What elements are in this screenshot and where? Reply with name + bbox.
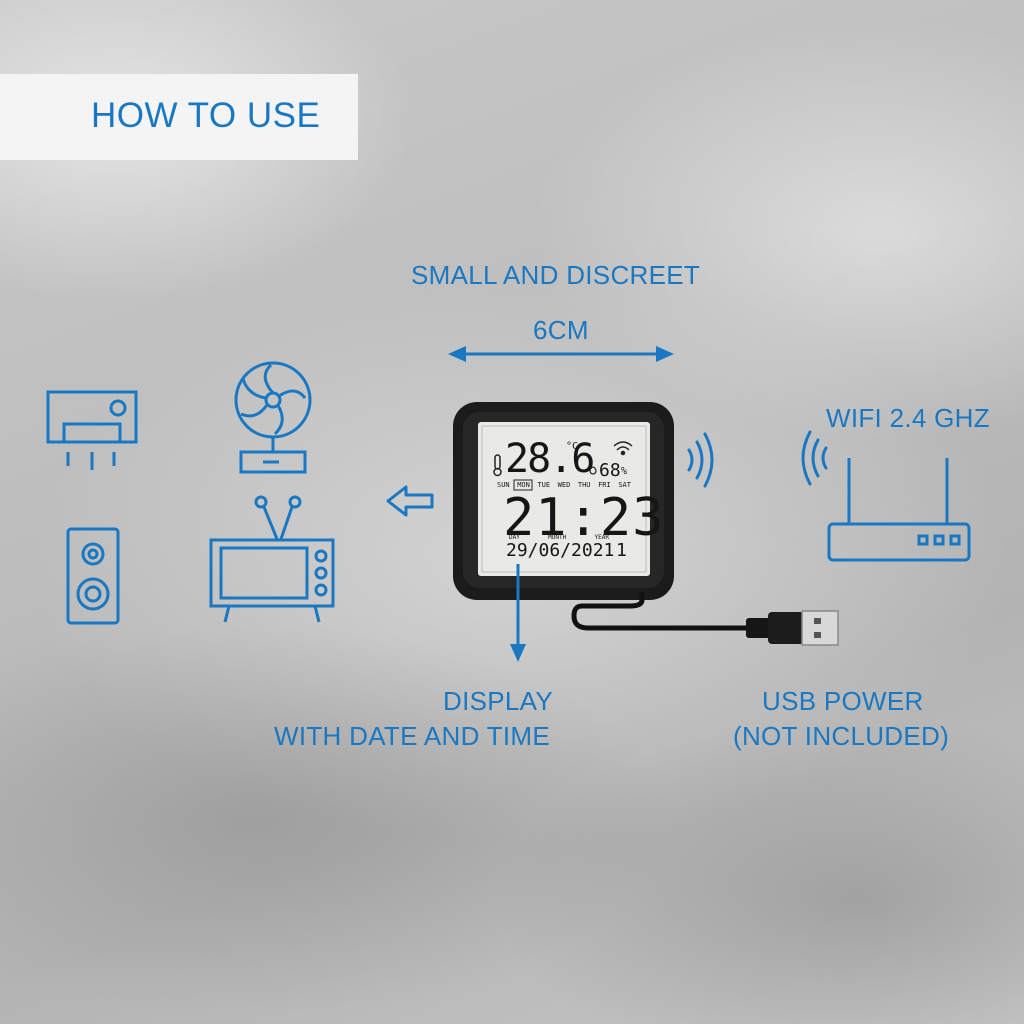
date-label: MONTH [548,534,567,541]
air-conditioner-icon [46,390,138,470]
usb-label-line1: USB POWER [762,686,924,716]
lcd-temp-unit: °C [566,441,579,452]
lcd-screen [478,422,650,576]
weekday-label: TUE [537,481,551,489]
lcd-humidity: 68 [599,460,621,481]
width-arrow-icon [448,346,674,362]
weekday-label: SUN [497,481,510,489]
weekday-label: WED [557,481,571,489]
lcd-time: 21:23 [503,488,665,548]
date-label: DAY [509,534,520,541]
usb-cable-icon [571,592,839,646]
weekday-label: SAT [618,481,631,489]
lcd-date-labels: DAY MONTH YEAR [509,534,609,541]
weekday-label: THU [577,481,591,489]
page-title: HOW TO USE [91,96,321,135]
display-label-line1: DISPLAY [443,686,553,716]
fan-icon [234,361,312,474]
lcd-date: 29/06/2021 [506,540,615,561]
lcd-trailing-digit: 1 [616,540,627,561]
arrow-down-icon [510,564,526,662]
usb-label-line2: (NOT INCLUDED) [733,721,950,751]
weekday-label: FRI [598,481,611,489]
lcd-temperature: 28.6 [505,436,595,482]
title-banner [0,74,358,160]
television-icon [209,495,335,623]
lcd-humidity-unit: % [621,466,628,477]
speaker-icon [66,527,120,625]
display-label-line2: WITH DATE AND TIME [274,721,551,751]
lcd-weekdays: SUN MON TUE WED THU FRI SAT [497,481,631,489]
size-value: 6CM [533,315,589,345]
router-icon [827,458,971,562]
wifi-signal-icon [801,430,828,486]
device-signal-icon [687,432,714,488]
arrow-left-icon [386,485,434,517]
device-body [453,402,674,600]
size-heading: SMALL AND DISCREET [411,260,701,290]
weekday-label: MON [517,481,530,489]
date-label: YEAR [594,534,609,541]
wifi-label: WIFI 2.4 GHZ [826,403,990,433]
